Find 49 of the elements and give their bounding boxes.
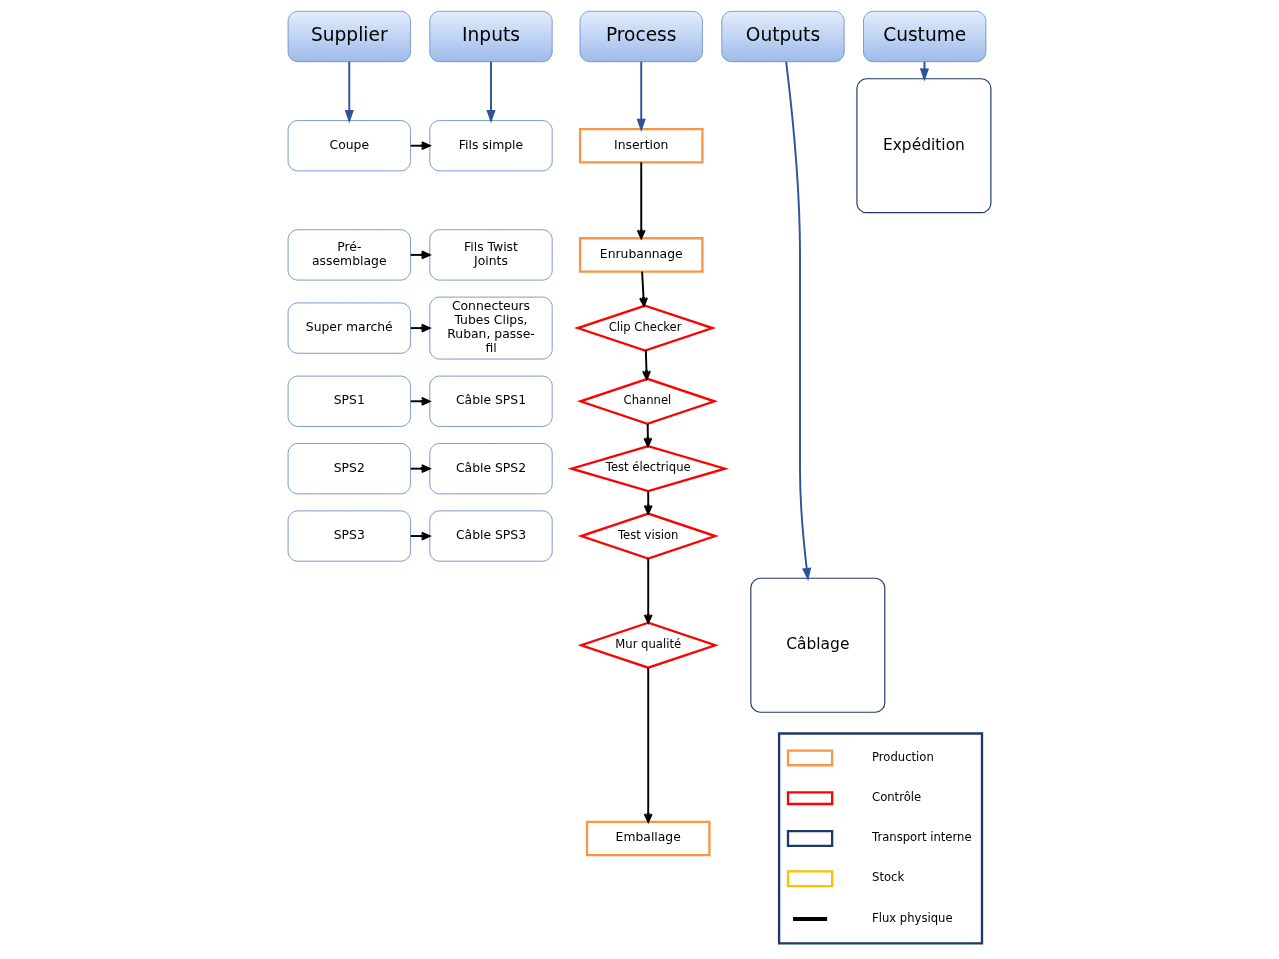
arrow xyxy=(636,60,646,132)
node-box: Câble SPS3 xyxy=(429,510,553,562)
node-box: Expédition xyxy=(856,78,992,214)
legend-label: Contrôle xyxy=(872,789,922,804)
node-diamond: Mur qualité xyxy=(577,621,719,669)
legend-label: Flux physique xyxy=(872,910,953,925)
legend-label: Stock xyxy=(872,870,905,885)
node-box: Câble SPS1 xyxy=(429,375,553,427)
node-box: Outputs xyxy=(721,10,845,63)
arrow xyxy=(486,60,496,124)
arrow xyxy=(344,60,354,124)
node-box: Pré- assemblage xyxy=(287,229,411,281)
node-box: Supplier xyxy=(287,10,411,63)
node-diamond: Clip Checker xyxy=(574,304,717,352)
arrow xyxy=(409,323,431,333)
node-box: SPS3 xyxy=(287,510,411,562)
legend-label: Production xyxy=(872,749,934,764)
arrow xyxy=(642,349,651,380)
arrow xyxy=(409,396,431,406)
node-box: Enrubannage xyxy=(578,237,704,273)
arrow xyxy=(409,250,431,260)
node-diamond: Test vision xyxy=(577,512,719,560)
node-diamond: Channel xyxy=(576,377,719,425)
node-box: Inputs xyxy=(429,10,553,63)
arrow xyxy=(785,61,812,582)
node-box: Connecteurs Tubes Clips, Ruban, passe-fil xyxy=(429,296,553,360)
arrow xyxy=(643,557,653,624)
arrow xyxy=(643,423,653,448)
node-box: Custume xyxy=(863,10,987,63)
arrow xyxy=(409,464,431,474)
arrow xyxy=(409,141,431,151)
node-box: SPS1 xyxy=(287,375,411,427)
node-box: Câble SPS2 xyxy=(429,443,553,495)
node-box: Insertion xyxy=(578,127,704,164)
arrow xyxy=(643,667,653,823)
node-box: Fils simple xyxy=(429,120,553,172)
arrow xyxy=(639,270,648,307)
legend-label: Transport interne xyxy=(872,830,972,845)
node-box: Câblage xyxy=(750,577,886,713)
node-box: Super marché xyxy=(287,302,411,354)
node-box: Coupe xyxy=(287,120,411,172)
arrow xyxy=(643,490,653,515)
node-box: Emballage xyxy=(585,820,711,857)
node-box: Process xyxy=(579,10,703,63)
node-diamond: Test électrique xyxy=(567,445,729,493)
arrow xyxy=(636,161,646,240)
node-box: Fils Twist Joints xyxy=(429,229,553,281)
node-box: SPS2 xyxy=(287,443,411,495)
arrow xyxy=(409,531,431,541)
